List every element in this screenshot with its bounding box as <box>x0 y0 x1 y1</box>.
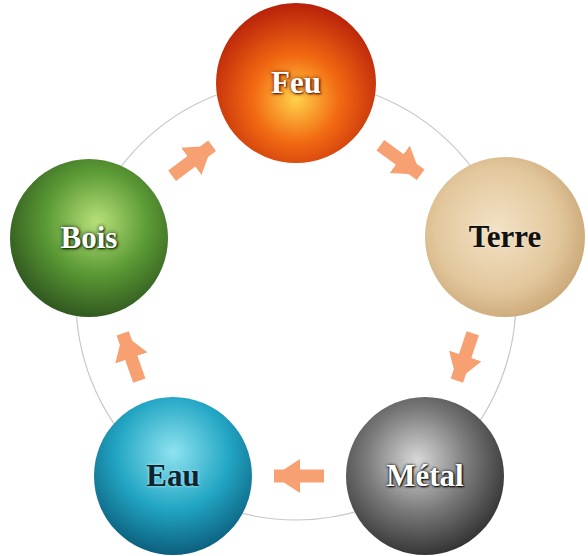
cycle-arrow <box>457 333 473 380</box>
cycle-arrow <box>380 145 420 175</box>
element-label: Terre <box>469 219 541 255</box>
element-label: Eau <box>146 458 199 494</box>
circle-fill <box>346 397 504 555</box>
circle-fill <box>425 157 585 317</box>
element-circle: Feu <box>215 2 377 164</box>
circle-fill <box>10 159 168 317</box>
cycle-arrow <box>123 333 140 380</box>
element-circle: Terre <box>424 156 586 318</box>
element-label: Métal <box>386 458 463 494</box>
element-circle: Bois <box>9 158 169 318</box>
element-label: Feu <box>271 65 321 101</box>
element-circle: Eau <box>93 396 253 556</box>
cycle-arrow <box>172 146 212 176</box>
element-circle: Métal <box>345 396 505 556</box>
cycle-arrow <box>274 470 324 483</box>
element-label: Bois <box>61 220 118 256</box>
circle-fill <box>94 397 252 555</box>
circle-fill <box>216 3 376 163</box>
